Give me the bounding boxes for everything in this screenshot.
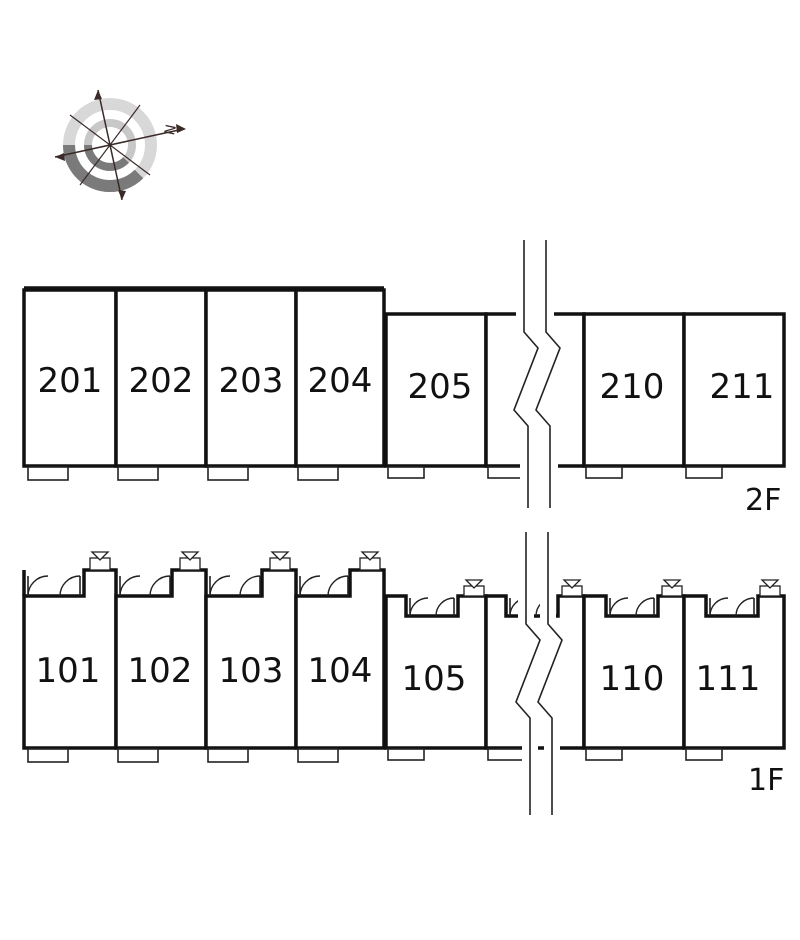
floor-label-1f: 1F [748, 763, 784, 798]
room-number: 211 [710, 367, 775, 407]
room-number: 111 [696, 659, 761, 699]
balcony [117, 466, 159, 481]
room-number: 102 [128, 651, 193, 691]
unit-203 [204, 288, 298, 468]
meter-icon [89, 551, 781, 597]
unit-104 [294, 568, 386, 750]
room-number: 204 [308, 361, 373, 401]
unit-105 [384, 594, 488, 750]
room-number: 205 [408, 367, 473, 407]
balcony [685, 466, 723, 479]
floor-1f: 101 102 103 104 105 110 111 1F [22, 551, 786, 798]
balcony [207, 466, 249, 481]
balcony [27, 466, 69, 481]
unit-110 [582, 594, 686, 750]
balcony [685, 748, 723, 761]
floor-label-2f: 2F [745, 483, 781, 518]
room-number: 104 [308, 651, 373, 691]
unit-211 [682, 312, 786, 468]
balcony [487, 748, 525, 761]
unit-103 [204, 568, 298, 750]
balcony [487, 466, 525, 479]
room-number: 203 [219, 361, 284, 401]
unit-204 [294, 288, 386, 468]
compass-icon: N [54, 89, 186, 201]
balcony [387, 466, 425, 479]
compass-north-label: N [162, 123, 180, 137]
room-number: 103 [219, 651, 284, 691]
room-number: 201 [38, 361, 103, 401]
balcony [585, 466, 623, 479]
room-number: 105 [402, 659, 467, 699]
room-number: 101 [36, 651, 101, 691]
break-symbol-1f [506, 532, 572, 815]
unit-205 [384, 312, 488, 468]
balcony [585, 748, 623, 761]
unit-111 [682, 594, 786, 750]
balcony [207, 748, 249, 763]
balcony [27, 748, 69, 763]
room-number: 202 [129, 361, 194, 401]
balcony [297, 748, 339, 763]
room-number: 210 [600, 367, 665, 407]
balcony [387, 748, 425, 761]
break-symbol-2f [504, 240, 570, 508]
balcony [297, 466, 339, 481]
balcony [117, 748, 159, 763]
floor-2f: 201 202 203 204 205 210 211 2F [22, 286, 786, 518]
unit-102 [114, 568, 208, 750]
unit-101 [22, 568, 118, 750]
room-number: 110 [600, 659, 665, 699]
